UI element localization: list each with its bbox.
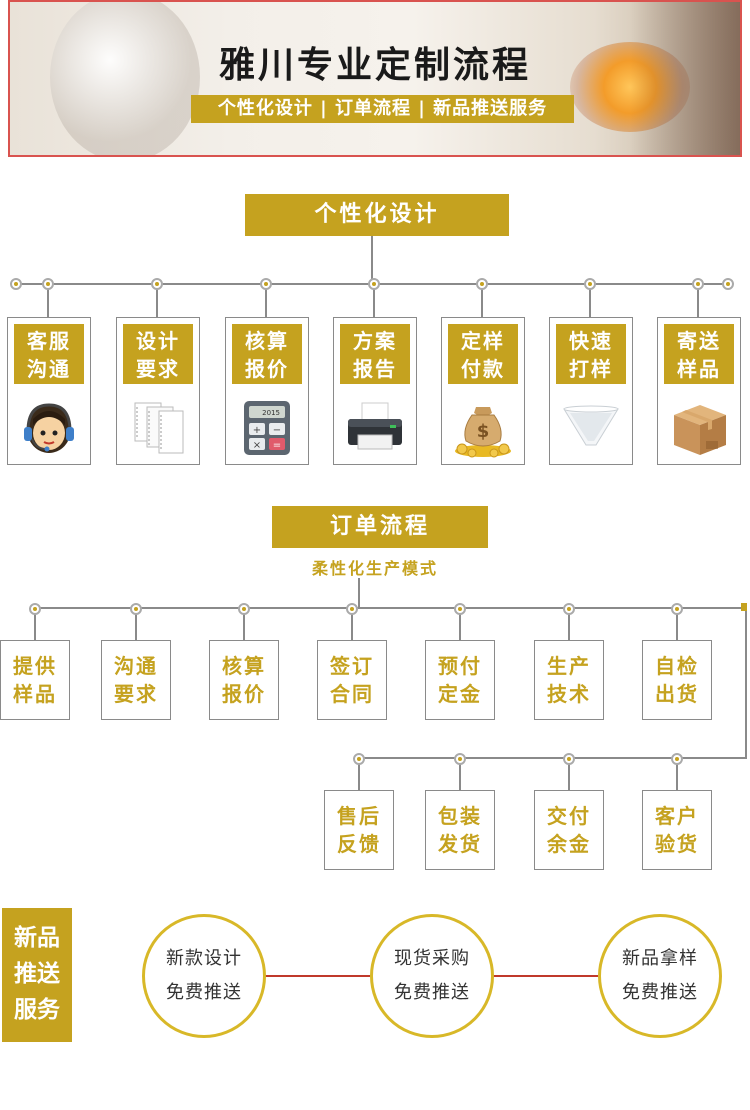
svg-text:×: ×: [253, 440, 261, 451]
design-step-card: 核算报价 2015 + − × =: [225, 317, 309, 465]
header-banner: 雅川专业定制流程 个性化设计 | 订单流程 | 新品推送服务: [8, 0, 742, 157]
order-step-box: 签订合同: [317, 640, 387, 720]
connector-line: [264, 975, 370, 977]
order-step-box: 生产技术: [534, 640, 604, 720]
design-step-label: 寄送样品: [664, 324, 734, 384]
svg-text:2015: 2015: [262, 409, 280, 417]
order-flow-line-1: [34, 607, 746, 609]
design-step-label: 方案报告: [340, 324, 410, 384]
order-step-box: 交付余金: [534, 790, 604, 870]
section-title-design: 个性化设计: [245, 194, 509, 236]
printer-icon: [334, 392, 416, 462]
order-step-box: 客户验货: [642, 790, 712, 870]
parcel-box-icon: [658, 392, 740, 462]
service-circle: 新款设计免费推送: [142, 914, 266, 1038]
design-step-label: 快速打样: [556, 324, 626, 384]
service-circle: 新品拿样免费推送: [598, 914, 722, 1038]
order-step-box: 售后反馈: [324, 790, 394, 870]
design-step-card: 方案报告: [333, 317, 417, 465]
svg-text:$: $: [477, 421, 490, 442]
new-product-service-badge: 新品 推送 服务: [2, 908, 72, 1042]
svg-text:=: =: [273, 440, 281, 451]
svg-text:−: −: [273, 425, 281, 436]
order-step-box: 预付定金: [425, 640, 495, 720]
documents-icon: [117, 392, 199, 462]
design-step-card: 设计要求: [116, 317, 200, 465]
order-step-box: 沟通要求: [101, 640, 171, 720]
order-flow-line-2: [358, 757, 747, 759]
connector-line: [492, 975, 598, 977]
banner-glass-image: [50, 2, 200, 155]
banner-subtitle: 个性化设计 | 订单流程 | 新品推送服务: [191, 95, 574, 123]
money-bag-icon: $: [442, 392, 524, 462]
service-circle: 现货采购免费推送: [370, 914, 494, 1038]
svg-text:+: +: [253, 425, 261, 436]
design-step-label: 定样付款: [448, 324, 518, 384]
order-step-box: 核算报价: [209, 640, 279, 720]
order-subtitle: 柔性化生产模式: [311, 559, 438, 578]
glass-sample-icon: [550, 392, 632, 462]
design-step-label: 核算报价: [232, 324, 302, 384]
order-step-box: 自检出货: [642, 640, 712, 720]
customer-service-icon: [8, 392, 90, 462]
design-step-label: 设计要求: [123, 324, 193, 384]
calculator-icon: 2015 + − × =: [226, 392, 308, 462]
design-step-label: 客服沟通: [14, 324, 84, 384]
design-step-card: 快速打样: [549, 317, 633, 465]
design-step-card: 客服沟通: [7, 317, 91, 465]
order-step-box: 包装发货: [425, 790, 495, 870]
section-title-order: 订单流程: [272, 506, 488, 548]
page-title: 雅川专业定制流程: [218, 45, 531, 86]
design-step-card: 定样付款 $: [441, 317, 525, 465]
design-step-card: 寄送样品: [657, 317, 741, 465]
order-step-box: 提供样品: [0, 640, 70, 720]
